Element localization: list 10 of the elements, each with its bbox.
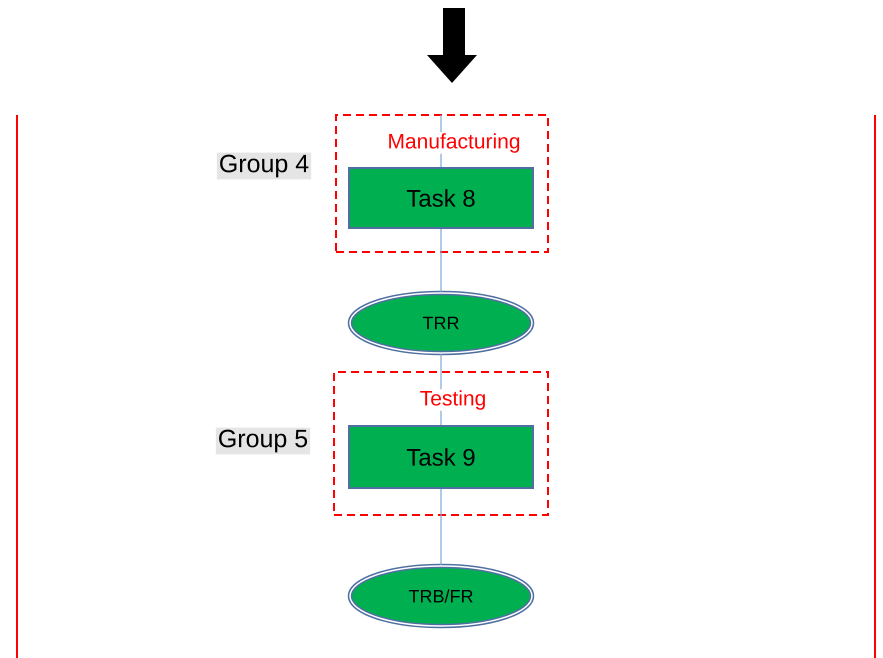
group-label: Group 4	[216, 152, 312, 180]
task-box: Task 9	[348, 425, 534, 489]
group-title: Manufacturing	[386, 132, 522, 154]
group-label: Group 5	[216, 428, 310, 454]
dashed-group-box	[335, 114, 549, 253]
task-box: Task 8	[348, 167, 534, 229]
group-title: Testing	[418, 389, 488, 411]
milestone-oval: TRR	[348, 290, 534, 356]
milestone-oval: TRB/FR	[348, 564, 534, 628]
dashed-group-box	[333, 371, 549, 516]
